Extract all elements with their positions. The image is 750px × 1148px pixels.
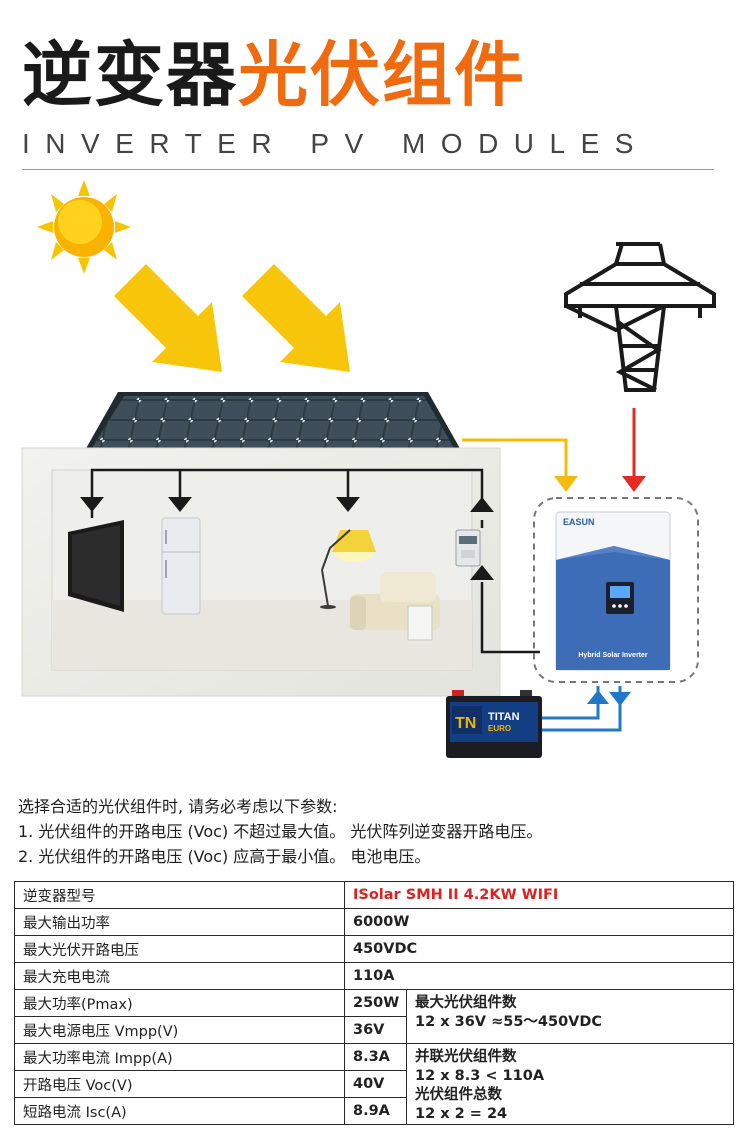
spec-label: 逆变器型号 bbox=[14, 881, 345, 909]
inverter-icon bbox=[555, 511, 671, 671]
series-calc: 12 x 36V ≈55～450VDC bbox=[415, 1014, 603, 1030]
table-row: 最大电源电压 Vmpp(V) 36V bbox=[14, 1016, 734, 1044]
sunlight-arrow-icon bbox=[114, 264, 350, 372]
spec-label: 最大输出功率 bbox=[14, 908, 345, 936]
table-row: 逆变器型号 ISolar SMH II 4.2KW WIFI bbox=[14, 881, 734, 909]
total-title: 光伏组件总数 bbox=[415, 1087, 502, 1103]
series-title: 最大光伏组件数 bbox=[415, 995, 517, 1011]
table-row: 短路电流 Isc(A) 8.9A bbox=[14, 1097, 734, 1125]
spec-label: 短路电流 Isc(A) bbox=[14, 1097, 345, 1125]
spec-value: 450VDC bbox=[344, 935, 734, 963]
system-diagram: EASUN Hybrid Solar Inverter TN TITAN EUR… bbox=[21, 180, 716, 758]
inverter-label: Hybrid Solar Inverter bbox=[578, 652, 648, 659]
spec-label: 最大功率电流 Impp(A) bbox=[14, 1043, 345, 1071]
arrow-up-icon bbox=[587, 690, 609, 704]
spec-value-model: ISolar SMH II 4.2KW WIFI bbox=[344, 881, 734, 909]
sofa-icon bbox=[350, 572, 440, 641]
title-inverter: 逆变器 bbox=[22, 34, 238, 116]
table-row: 最大功率电流 Impp(A) 8.3A 并联光伏组件数 12 x 8.3 < 1… bbox=[14, 1043, 734, 1125]
spec-table: 逆变器型号 ISolar SMH II 4.2KW WIFI 最大输出功率 60… bbox=[14, 881, 734, 1125]
total-calc: 12 x 2 = 24 bbox=[415, 1106, 508, 1122]
table-row: 最大充电电流 110A bbox=[14, 962, 734, 990]
page-subtitle: INVERTER PV MODULES bbox=[22, 128, 649, 159]
spec-value: 6000W bbox=[344, 908, 734, 936]
arrow-down-icon bbox=[80, 497, 360, 512]
arrow-down-icon bbox=[609, 692, 631, 706]
arrow-up-icon bbox=[470, 497, 494, 580]
refrigerator-icon bbox=[161, 517, 201, 615]
table-row: 最大光伏开路电压 450VDC bbox=[14, 935, 734, 963]
power-tower-icon bbox=[564, 242, 716, 392]
parallel-calc: 12 x 8.3 < 110A bbox=[415, 1068, 545, 1084]
spec-value: 110A bbox=[344, 962, 734, 990]
spec-label: 最大电源电压 Vmpp(V) bbox=[14, 1016, 345, 1044]
pv-cable bbox=[462, 438, 578, 492]
energy-meter-icon bbox=[455, 529, 481, 567]
battery-sub: EURO bbox=[488, 724, 511, 733]
battery-cable bbox=[542, 686, 631, 732]
header-divider bbox=[22, 169, 714, 170]
spec-label: 最大充电电流 bbox=[14, 962, 345, 990]
parallel-note: 并联光伏组件数 12 x 8.3 < 110A 光伏组件总数 12 x 2 = … bbox=[406, 1043, 734, 1125]
series-note: 最大光伏组件数 12 x 36V ≈55～450VDC bbox=[406, 989, 734, 1044]
page-title: 逆变器光伏组件 bbox=[22, 30, 526, 120]
spec-value: 250W bbox=[344, 989, 407, 1017]
notes-line-2: 2. 光伏组件的开路电压 (Voc) 应高于最小值。 电池电压。 bbox=[18, 847, 431, 866]
grid-cable bbox=[622, 408, 646, 492]
house-wiring bbox=[90, 468, 540, 654]
title-pv-modules: 光伏组件 bbox=[238, 34, 526, 116]
notes-intro: 选择合适的光伏组件时, 请务必考虑以下参数: bbox=[18, 797, 338, 816]
floor-lamp-icon bbox=[320, 529, 376, 609]
table-row: 最大功率(Pmax) 250W 最大光伏组件数 12 x 36V ≈55～450… bbox=[14, 989, 734, 1044]
notes-line-1: 1. 光伏组件的开路电压 (Voc) 不超过最大值。 光伏阵列逆变器开路电压。 bbox=[18, 822, 543, 841]
sun-icon bbox=[37, 180, 131, 274]
spec-label: 最大功率(Pmax) bbox=[14, 989, 345, 1017]
solar-panel-icon bbox=[84, 392, 462, 458]
inverter-frame bbox=[533, 497, 699, 683]
spec-value: 36V bbox=[344, 1016, 407, 1044]
inverter-brand: EASUN bbox=[563, 517, 595, 527]
table-row: 最大输出功率 6000W bbox=[14, 908, 734, 936]
spec-value: 8.3A bbox=[344, 1043, 407, 1071]
spec-label: 最大光伏开路电压 bbox=[14, 935, 345, 963]
battery-brand: TITAN bbox=[488, 711, 520, 723]
parallel-title: 并联光伏组件数 bbox=[415, 1049, 517, 1065]
tv-icon bbox=[68, 520, 124, 612]
spec-value: 8.9A bbox=[344, 1097, 407, 1125]
battery-logo: TN bbox=[455, 715, 476, 732]
spec-label: 开路电压 Voc(V) bbox=[14, 1070, 345, 1098]
spec-value: 40V bbox=[344, 1070, 407, 1098]
battery-icon bbox=[446, 690, 542, 758]
selection-notes: 选择合适的光伏组件时, 请务必考虑以下参数: 1. 光伏组件的开路电压 (Voc… bbox=[18, 794, 542, 869]
